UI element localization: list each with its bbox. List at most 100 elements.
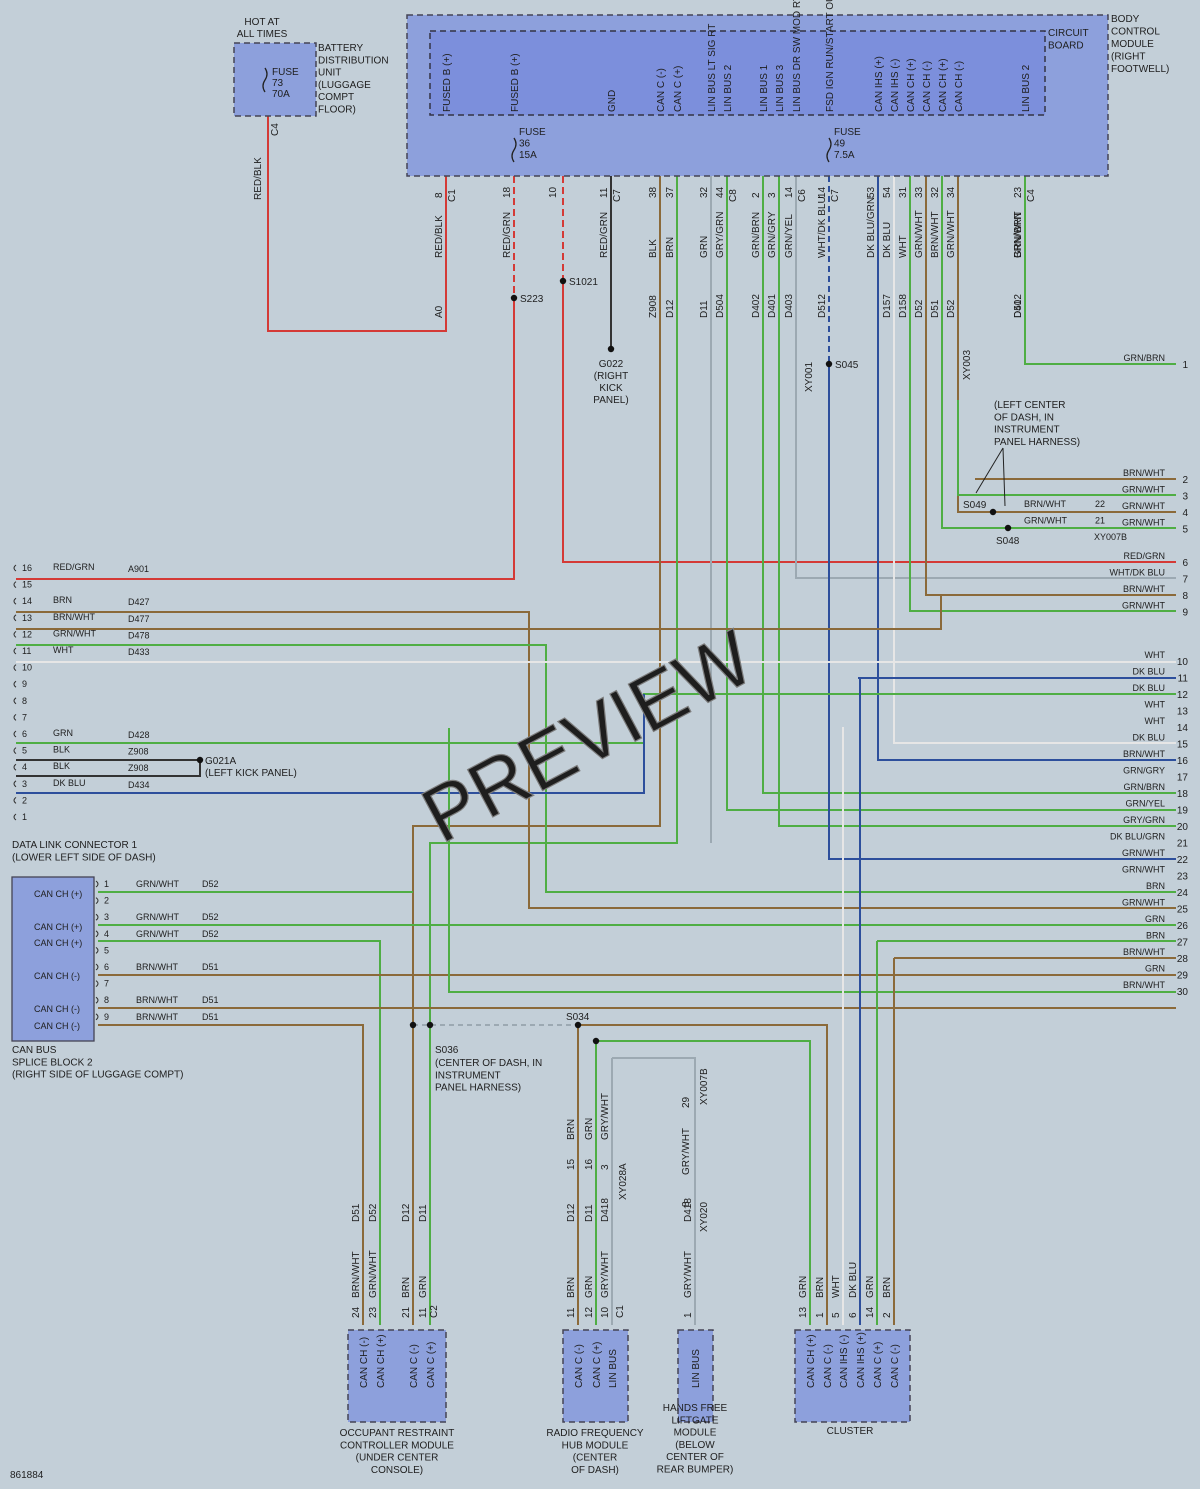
right-pin-number: 1 <box>1182 360 1188 371</box>
can-circuit: D52 <box>202 879 219 889</box>
can-splice-pin-label: CAN CH (+) <box>34 938 82 948</box>
top-wire-color: GRN <box>699 236 710 258</box>
right-pin-number: 28 <box>1177 954 1189 965</box>
orc-pin-label: CAN C (-) <box>409 1344 420 1388</box>
top-wire-circuit: D504 <box>715 294 726 318</box>
right-wire-color: GRN/WHT <box>1122 865 1165 875</box>
bottom-wire-color: GRN <box>418 1276 429 1298</box>
top-wire-color: WHT <box>898 235 909 258</box>
bcm-pin-label: LIN BUS LT SIG RT <box>707 24 718 112</box>
bcm-pin-label: CAN CH (-) <box>954 61 965 112</box>
splice-dot <box>607 345 615 353</box>
right-pin-number: 6 <box>1182 558 1188 569</box>
bcm-pin-number: 18 <box>502 186 513 198</box>
bdu-title: BATTERY <box>318 43 364 54</box>
connector-icon <box>13 730 17 738</box>
bottom-pin-number: 1 <box>815 1312 826 1318</box>
wire-can-ch-minus-2 <box>957 176 1176 513</box>
left-center-dash-note: OF DASH, IN <box>994 412 1054 423</box>
top-wire-circuit: Z908 <box>648 295 659 318</box>
hfl-mid-pin: 8 <box>681 1201 692 1207</box>
bcm-pin-number: 33 <box>914 186 925 198</box>
right-wire-color: GRN <box>1145 914 1165 924</box>
bottom-wire-color: WHT <box>831 1275 842 1298</box>
right-wire-color: DK BLU <box>1132 667 1165 677</box>
dlc-pin-number: 7 <box>22 712 27 722</box>
fuse-icon <box>511 137 517 163</box>
top-wire-circuit: D403 <box>784 294 795 318</box>
right-pin-number: 3 <box>1182 492 1188 503</box>
wire-right-29 <box>448 728 1176 993</box>
splice-s045: S045 <box>835 360 859 371</box>
top-wire-color: DK BLU <box>882 222 893 258</box>
right-pin-number: 27 <box>1177 938 1189 949</box>
dlc-pin-number: 2 <box>22 795 27 805</box>
hfl-upper-color: GRY/WHT <box>681 1128 692 1175</box>
right-wire-color: GRY/GRN <box>1123 815 1165 825</box>
cluster-pin-label: CAN IHS (-) <box>839 1335 850 1388</box>
wire-can-ihs-minus <box>893 176 1176 744</box>
dlc-pin-number: 15 <box>22 580 32 590</box>
wire-can-9 <box>98 1024 364 1325</box>
right-wire-color: DK BLU/GRN <box>1110 832 1165 842</box>
bcm-pin-number: 11 <box>599 187 610 198</box>
bdu-title: UNIT <box>318 68 341 79</box>
bcm-pin-number: 10 <box>548 186 559 198</box>
wire-color-bdu: RED/BLK <box>253 157 264 200</box>
diagram-id: 861884 <box>10 1470 44 1481</box>
right-pin-number: 13 <box>1177 707 1189 718</box>
bottom-circuit: D11 <box>418 1204 429 1222</box>
right-pin-number: 11 <box>1178 674 1189 685</box>
fuse-36: FUSE <box>519 127 546 138</box>
wire-cluster-brn <box>578 1024 828 1325</box>
bcm-connector: C4 <box>1026 189 1037 202</box>
bcm-title: BODY <box>1111 14 1140 25</box>
wire-red-grn <box>16 298 515 580</box>
bcm-pin-label: LIN BUS 2 <box>1021 64 1032 112</box>
bottom-pin-number: 21 <box>401 1306 412 1318</box>
bottom-pin-number: 23 <box>368 1306 379 1318</box>
bottom-pin-number: 10 <box>600 1306 611 1318</box>
right-wire-color: WHT/DK BLU <box>1109 568 1165 578</box>
dlc-circuit: D428 <box>128 730 150 740</box>
connector-icon <box>13 680 17 688</box>
bcm-pin-label: CAN CH (-) <box>922 61 933 112</box>
bottom-wire-color: GRN <box>798 1276 809 1298</box>
top-wire-circuit: D52 <box>946 299 957 318</box>
dlc-pin-number: 13 <box>22 613 32 623</box>
bottom-pin-number: 24 <box>351 1306 362 1318</box>
right-pin-number: 22 <box>1177 855 1189 866</box>
right-wire-color: WHT <box>1145 716 1166 726</box>
right-pin-number: 5 <box>1182 525 1188 536</box>
rfh-upper-pin: 16 <box>584 1158 595 1170</box>
wire-red-blk <box>267 116 447 332</box>
bdu-fuse: 70A <box>272 89 290 100</box>
splice-s1021: S1021 <box>569 277 598 288</box>
right-wire-color: GRN <box>1145 964 1165 974</box>
top-wire-color: RED/BLK <box>434 215 445 258</box>
dlc-pin-number: 12 <box>22 629 32 639</box>
right-pin-number: 8 <box>1182 591 1188 602</box>
bottom-wire-color: BRN <box>882 1277 893 1298</box>
right-wire-color: GRN/WHT <box>1122 898 1165 908</box>
right-wire-color: GRN/YEL <box>1125 799 1165 809</box>
hfl-title: MODULE <box>674 1428 717 1439</box>
s049-row-color: BRN/WHT <box>1024 499 1066 509</box>
right-wire-color: GRN/BRN <box>1123 782 1165 792</box>
can-splice-title: CAN BUS <box>12 1045 57 1056</box>
bcm-pin-label: GND <box>607 90 618 112</box>
right-wire-color: RED/GRN <box>1123 551 1165 561</box>
splice-s048: S048 <box>996 536 1020 547</box>
fuse-icon <box>262 67 268 93</box>
hot-at-all-times: ALL TIMES <box>237 29 288 40</box>
wire-dlc-14 <box>16 611 1176 909</box>
dlc-circuit: D478 <box>128 630 150 640</box>
can-splice-pin-label: CAN CH (-) <box>34 1004 80 1014</box>
bottom-pin-number: 12 <box>584 1306 595 1318</box>
bcm-pin-number: 32 <box>699 186 710 198</box>
wire-lin-bus-2-right <box>1024 176 1176 365</box>
top-wire-color: GRN/BRN <box>1013 212 1024 258</box>
bcm-pin-number: 34 <box>946 186 957 198</box>
connector-xy028a: XY028A <box>618 1163 629 1200</box>
right-pin-number: 25 <box>1177 905 1189 916</box>
